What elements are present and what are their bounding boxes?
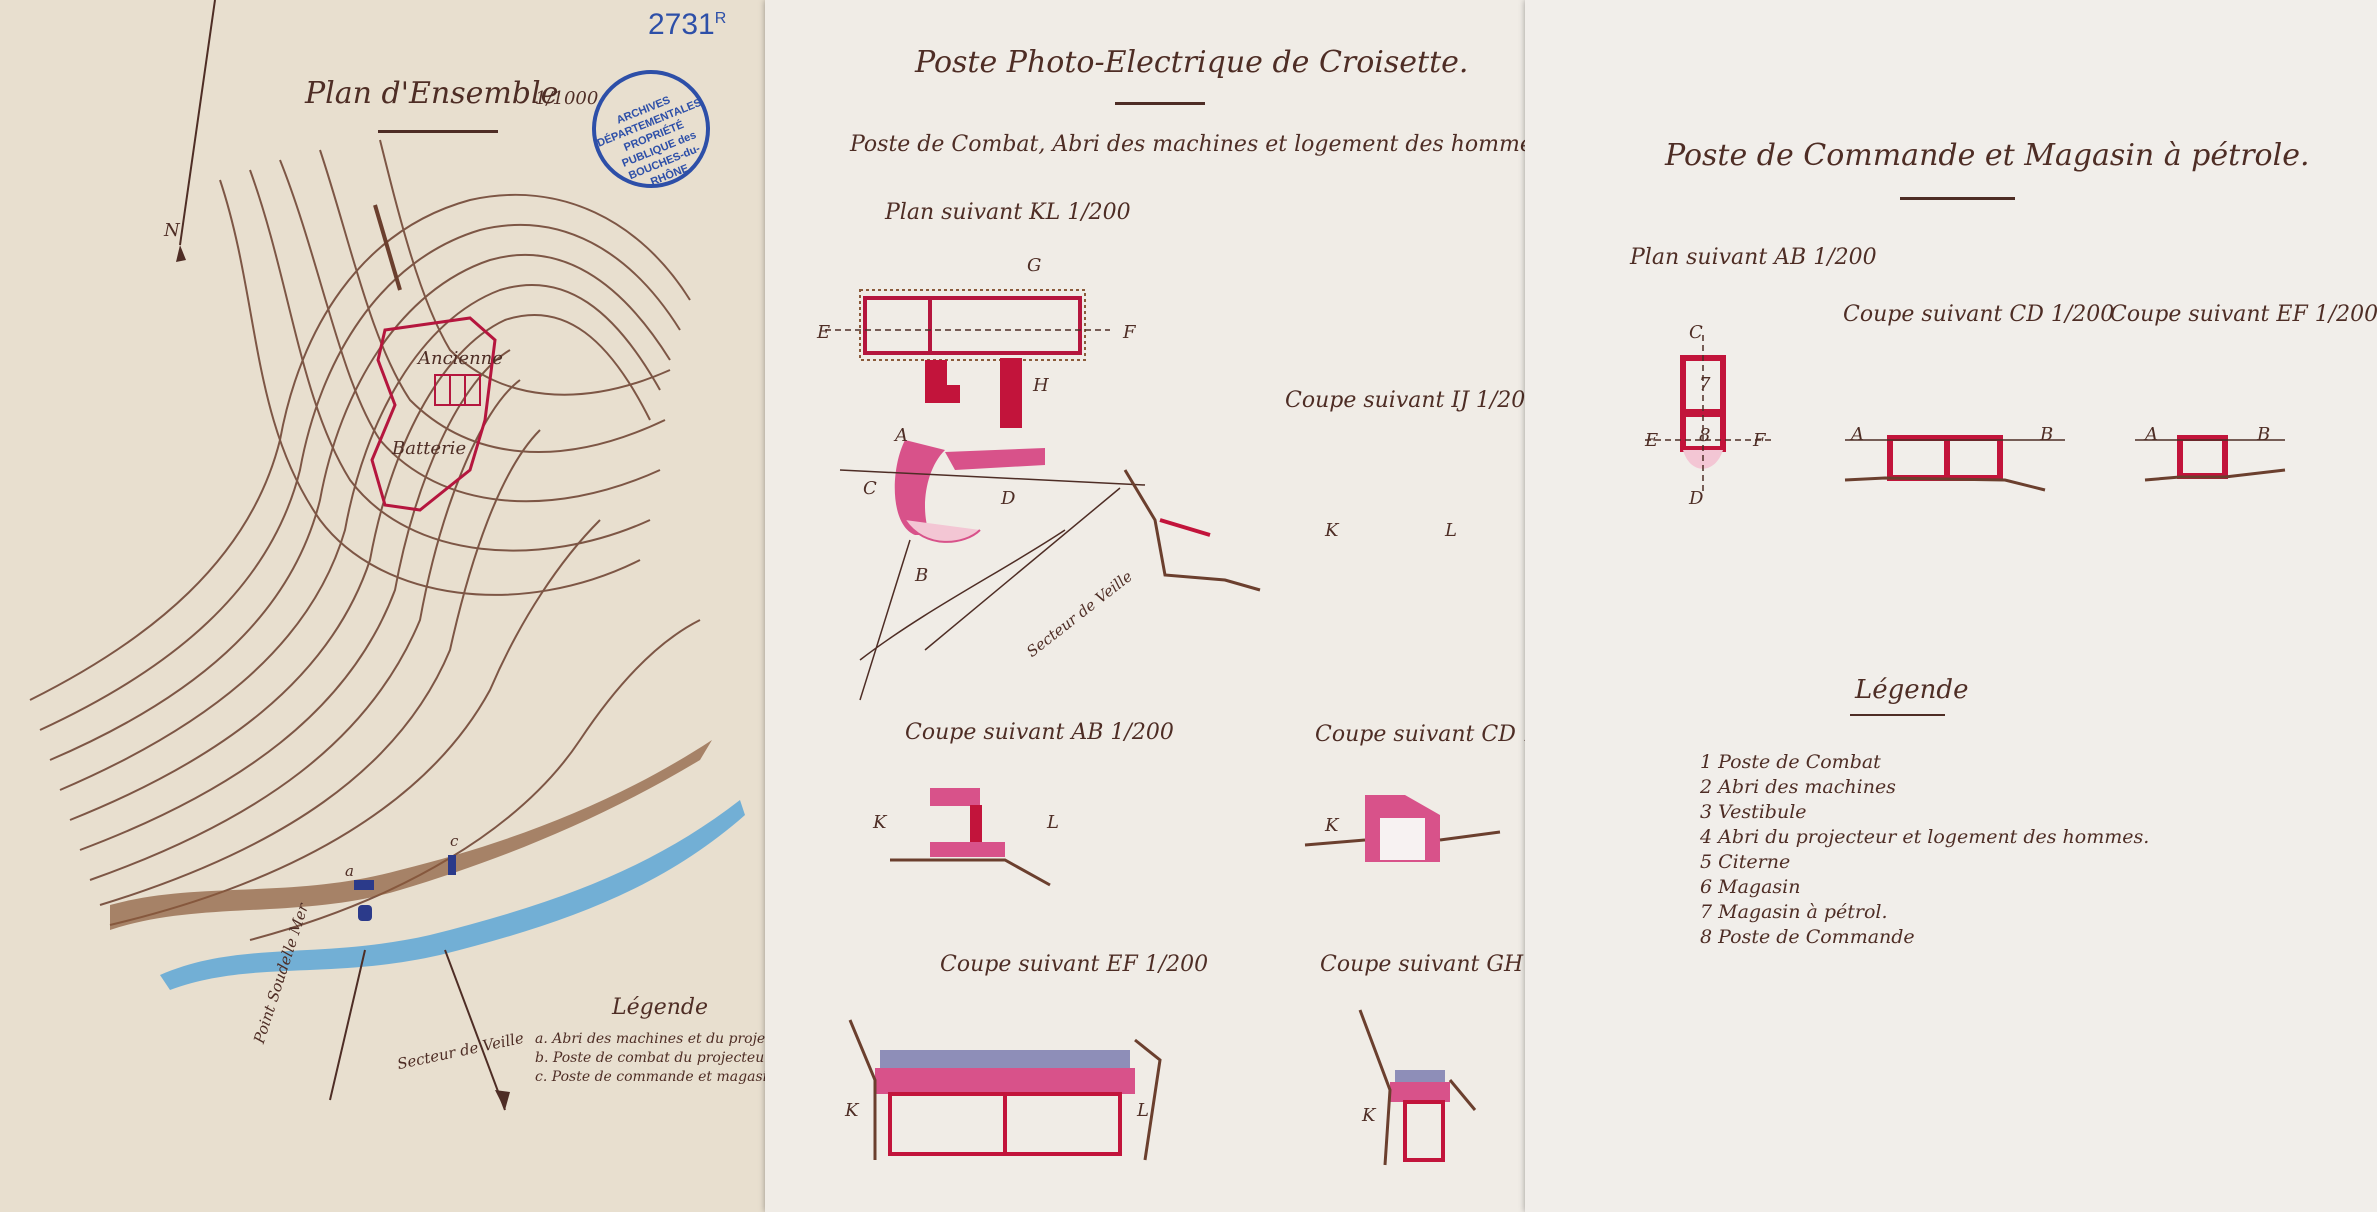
letter-e-3: E [1645, 430, 1659, 451]
coupe-ef-label: Coupe suivant EF 1/200 [940, 952, 1209, 977]
letter-a-ef: A [2145, 424, 2158, 445]
letter-k-ef: K [845, 1100, 859, 1121]
sheet3-title-underline [1900, 197, 2015, 200]
sheet1-title-underline [378, 130, 498, 133]
batterie-label: Batterie [392, 438, 467, 459]
letter-b: B [915, 565, 929, 586]
legend-item: 2 Abri des machines [1700, 776, 1896, 798]
coupe-cd-label-3: Coupe suivant CD 1/200 [1843, 302, 2115, 327]
sheet1-scale: 1/1000 [535, 88, 599, 109]
site-plan-drawing [29, 0, 745, 1111]
legend-item: 5 Citerne [1700, 851, 1791, 873]
sheet-poste-photo-electrique: Poste Photo-Electrique de Croisette. Pos… [765, 0, 1594, 1212]
letter-d: D [1001, 488, 1016, 509]
room-8: 8 [1699, 425, 1711, 446]
letter-a: A [895, 425, 908, 446]
station-drawings [825, 289, 1501, 1166]
letter-b-cd: B [2040, 424, 2054, 445]
sheet3-legend-title: Légende [1855, 675, 1969, 705]
coupe-ij-label: Coupe suivant IJ 1/200 [1285, 388, 1540, 413]
marker-c-label: c [450, 832, 459, 850]
letter-b-ef: B [2257, 424, 2271, 445]
letter-k-ab: K [873, 812, 887, 833]
legend-item: a. Abri des machines et du projecteur [535, 1031, 803, 1047]
letter-a-cd: A [1851, 424, 1864, 445]
letter-l-ij: L [1445, 520, 1457, 541]
archive-reference: 2731R [648, 8, 727, 41]
legend-item: 7 Magasin à pétrol. [1700, 901, 1888, 923]
legend-item: b. Poste de combat du projecteur [535, 1050, 771, 1066]
sheet-poste-commande: Poste de Commande et Magasin à pétrole. … [1525, 0, 2377, 1212]
legend-item: 3 Vestibule [1700, 801, 1807, 823]
north-label: N [164, 220, 180, 241]
sheet2-title-underline [1115, 102, 1205, 105]
command-post-drawings [1645, 335, 2286, 495]
sheet-plan-ensemble: Plan d'Ensemble 1/1000 N Ancienne Batter… [0, 0, 849, 1212]
sheet3-title: Poste de Commande et Magasin à pétrole. [1665, 138, 2310, 173]
sheet1-legend-title: Légende [612, 995, 709, 1020]
letter-l-ef: L [1137, 1100, 1149, 1121]
ancienne-label: Ancienne [418, 348, 503, 369]
legend-item: 6 Magasin [1700, 876, 1801, 898]
sheet3-legend: 1 Poste de Combat 2 Abri des machines 3 … [1700, 750, 2149, 950]
letter-k-ij: K [1325, 520, 1339, 541]
plan-kl-label: Plan suivant KL 1/200 [885, 200, 1131, 225]
letter-l-ab: L [1047, 812, 1059, 833]
legend-item: 4 Abri du projecteur et logement des hom… [1700, 826, 2150, 848]
legend-item: 1 Poste de Combat [1700, 751, 1881, 773]
letter-k-cd: K [1325, 815, 1339, 836]
letter-c-3: C [1689, 322, 1703, 343]
letter-c: C [863, 478, 877, 499]
room-7: 7 [1699, 374, 1711, 395]
sheet3-legend-underline [1850, 714, 1945, 716]
letter-h: H [1033, 375, 1049, 396]
sheet2-subtitle: Poste de Combat, Abri des machines et lo… [850, 132, 1552, 157]
coupe-ab-label: Coupe suivant AB 1/200 [905, 720, 1174, 745]
sheet2-title: Poste Photo-Electrique de Croisette. [915, 45, 1469, 80]
letter-f: F [1123, 322, 1136, 343]
marker-a-label: a [345, 862, 354, 880]
letter-f-3: F [1753, 430, 1766, 451]
coupe-ef-label-3: Coupe suivant EF 1/200 [2110, 302, 2377, 327]
legend-item: 8 Poste de Commande [1700, 926, 1915, 948]
letter-k-gh: K [1362, 1105, 1376, 1126]
letter-g: G [1027, 255, 1042, 276]
letter-d-3: D [1689, 488, 1704, 509]
plan-ab-label: Plan suivant AB 1/200 [1630, 245, 1877, 270]
letter-e: E [817, 322, 831, 343]
sheet1-title: Plan d'Ensemble [305, 76, 559, 111]
